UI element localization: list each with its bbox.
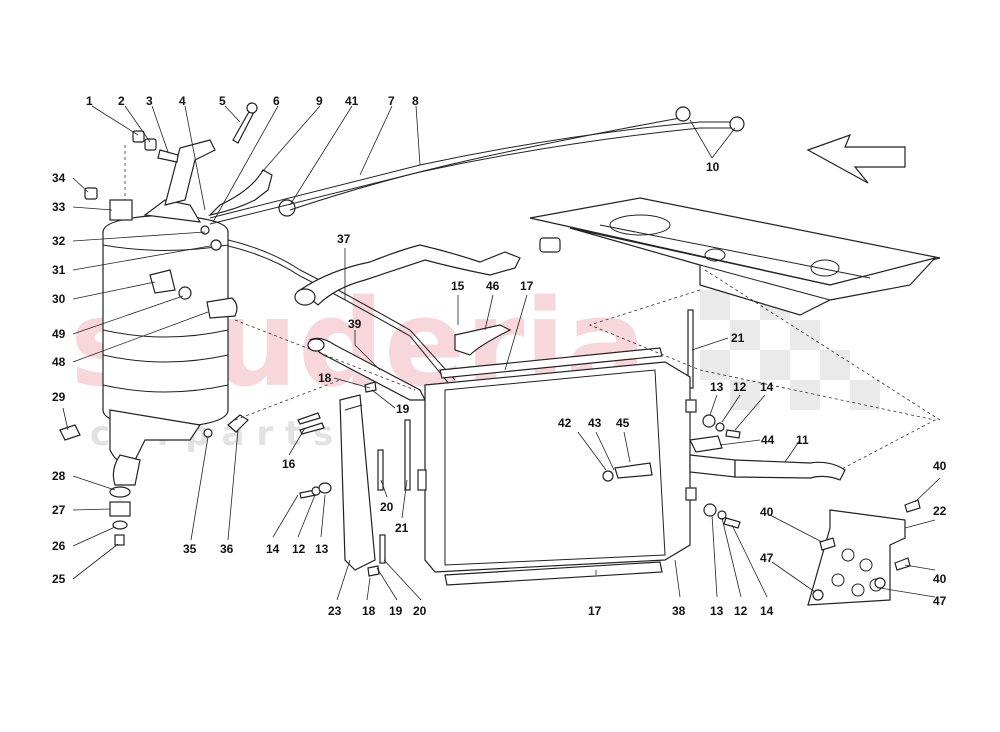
bracket-46 — [454, 324, 512, 356]
callout: 48 — [52, 355, 66, 369]
callout: 13 — [710, 380, 724, 394]
callout: 19 — [396, 402, 410, 416]
callout: 29 — [52, 390, 66, 404]
callout: 47 — [760, 551, 774, 565]
callout: 13 — [315, 542, 329, 556]
callout: 4 — [179, 94, 186, 108]
hose-11 — [689, 454, 846, 481]
oil-sump — [529, 197, 941, 316]
hose-37 — [294, 244, 521, 306]
callout: 7 — [388, 94, 395, 108]
callout: 13 — [710, 604, 724, 618]
callout: 23 — [328, 604, 342, 618]
callout: 21 — [731, 331, 745, 345]
callout: 15 — [451, 279, 465, 293]
callout: 32 — [52, 234, 66, 248]
callout: 10 — [706, 160, 720, 174]
callout: 21 — [395, 521, 409, 535]
dashed-leaders — [124, 145, 941, 471]
callout: 16 — [282, 457, 296, 471]
callout: 26 — [52, 539, 66, 553]
callout: 34 — [52, 171, 66, 185]
callout: 39 — [348, 317, 362, 331]
callout: 22 — [933, 504, 947, 518]
callout: 35 — [183, 542, 197, 556]
callout: 18 — [362, 604, 376, 618]
callout: 17 — [520, 279, 534, 293]
callout: 12 — [734, 604, 748, 618]
callout: 14 — [266, 542, 280, 556]
callout: 20 — [380, 500, 394, 514]
callout: 12 — [733, 380, 747, 394]
callout: 31 — [52, 263, 66, 277]
callout: 44 — [761, 433, 775, 447]
callout: 33 — [52, 200, 66, 214]
callout: 1 — [86, 94, 93, 108]
callout: 3 — [146, 94, 153, 108]
callout: 6 — [273, 94, 280, 108]
callout: 45 — [616, 416, 630, 430]
callout: 14 — [760, 380, 774, 394]
callout: 5 — [219, 94, 226, 108]
arrow-left-icon — [806, 133, 906, 184]
leader-lines — [62, 105, 941, 601]
callout: 40 — [760, 505, 774, 519]
callout: 30 — [52, 292, 66, 306]
callout: 38 — [672, 604, 686, 618]
oil-tank — [102, 139, 273, 486]
callout: 18 — [318, 371, 332, 385]
callout: 8 — [412, 94, 419, 108]
callout: 46 — [486, 279, 500, 293]
fasteners — [297, 381, 741, 577]
tank-bracket — [109, 199, 133, 221]
callout: 12 — [292, 542, 306, 556]
callout-labels: 1 2 3 4 5 6 9 41 7 8 10 34 33 32 31 30 4… — [52, 94, 947, 618]
callout: 47 — [933, 594, 947, 608]
callout: 14 — [760, 604, 774, 618]
callout: 27 — [52, 503, 66, 517]
clip-44 — [689, 435, 723, 453]
callout: 49 — [52, 327, 66, 341]
hose-end-9 — [278, 199, 296, 217]
callout: 11 — [796, 433, 809, 447]
bracket-22 — [807, 499, 921, 606]
callout: 17 — [588, 604, 602, 618]
callout: 40 — [933, 459, 947, 473]
seal-15 — [439, 347, 663, 379]
callout: 2 — [118, 94, 125, 108]
callout: 19 — [389, 604, 403, 618]
callout: 25 — [52, 572, 66, 586]
callout: 36 — [220, 542, 234, 556]
seal-17 — [444, 561, 663, 586]
callout: 42 — [558, 416, 572, 430]
callout: 41 — [345, 94, 359, 108]
callout: 9 — [316, 94, 323, 108]
callout: 20 — [413, 604, 427, 618]
callout: 40 — [933, 572, 947, 586]
radiator — [417, 347, 697, 586]
callout: 43 — [588, 416, 602, 430]
callout: 37 — [337, 232, 351, 246]
return-pipes — [209, 106, 745, 386]
callout: 28 — [52, 469, 66, 483]
tank-cap — [206, 297, 238, 319]
shroud-23 — [339, 394, 411, 571]
